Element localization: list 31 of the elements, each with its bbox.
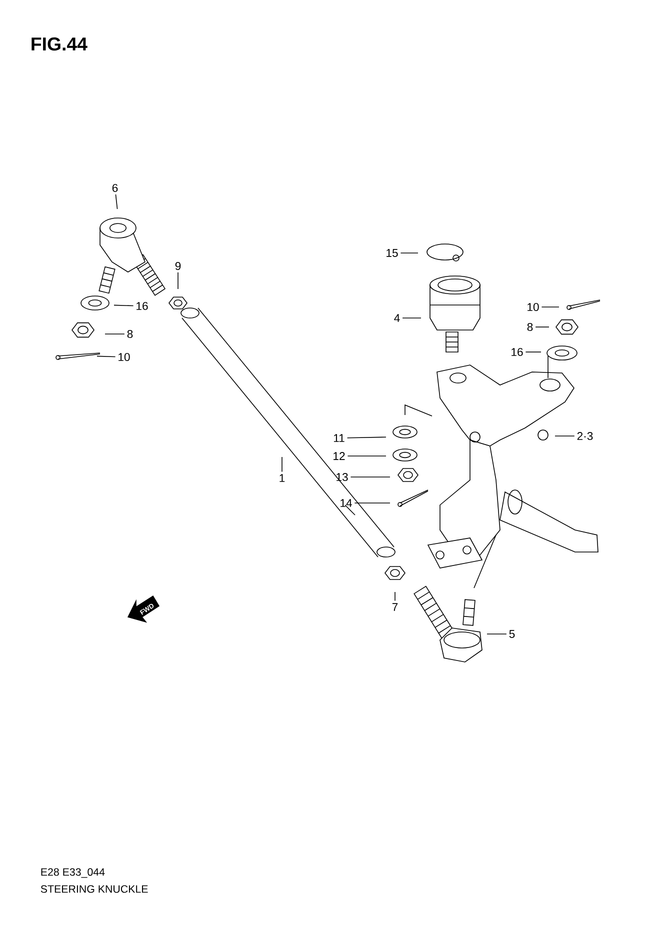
- callout-number: 2·3: [577, 432, 593, 440]
- leader-line: [346, 436, 386, 438]
- leader-line: [114, 304, 134, 306]
- caption: STEERING KNUCKLE: [40, 885, 148, 893]
- callout-number: 15: [386, 249, 398, 257]
- leader-line: [535, 326, 550, 328]
- leader-line: [394, 592, 396, 602]
- callout-number: 5: [509, 630, 515, 638]
- leader-line: [400, 252, 418, 254]
- callout-number: 16: [512, 348, 523, 356]
- leader-line: [354, 502, 390, 504]
- callout-number: 14: [340, 499, 352, 507]
- diagram-code: E28 E33_044: [41, 868, 105, 878]
- leader-line: [96, 356, 116, 358]
- callout-number: 16: [136, 302, 148, 310]
- callout-number: 10: [118, 353, 130, 361]
- callout-number: 1: [280, 474, 285, 482]
- figure-title: FIG.44: [32, 37, 88, 51]
- callout-number: 9: [175, 262, 181, 270]
- leader-line: [541, 306, 560, 308]
- callout-number: 6: [112, 184, 118, 192]
- callout-number: 11: [334, 434, 344, 442]
- callout-number: 10: [528, 303, 539, 311]
- callout-number: 8: [127, 330, 133, 338]
- callout-number: 13: [336, 473, 348, 481]
- callout-number: 12: [334, 452, 345, 460]
- leader-line: [115, 194, 118, 210]
- leader-line: [350, 476, 390, 478]
- callout-number: 4: [394, 314, 400, 322]
- callout-number: 7: [392, 603, 398, 611]
- callout-number: 8: [527, 323, 533, 331]
